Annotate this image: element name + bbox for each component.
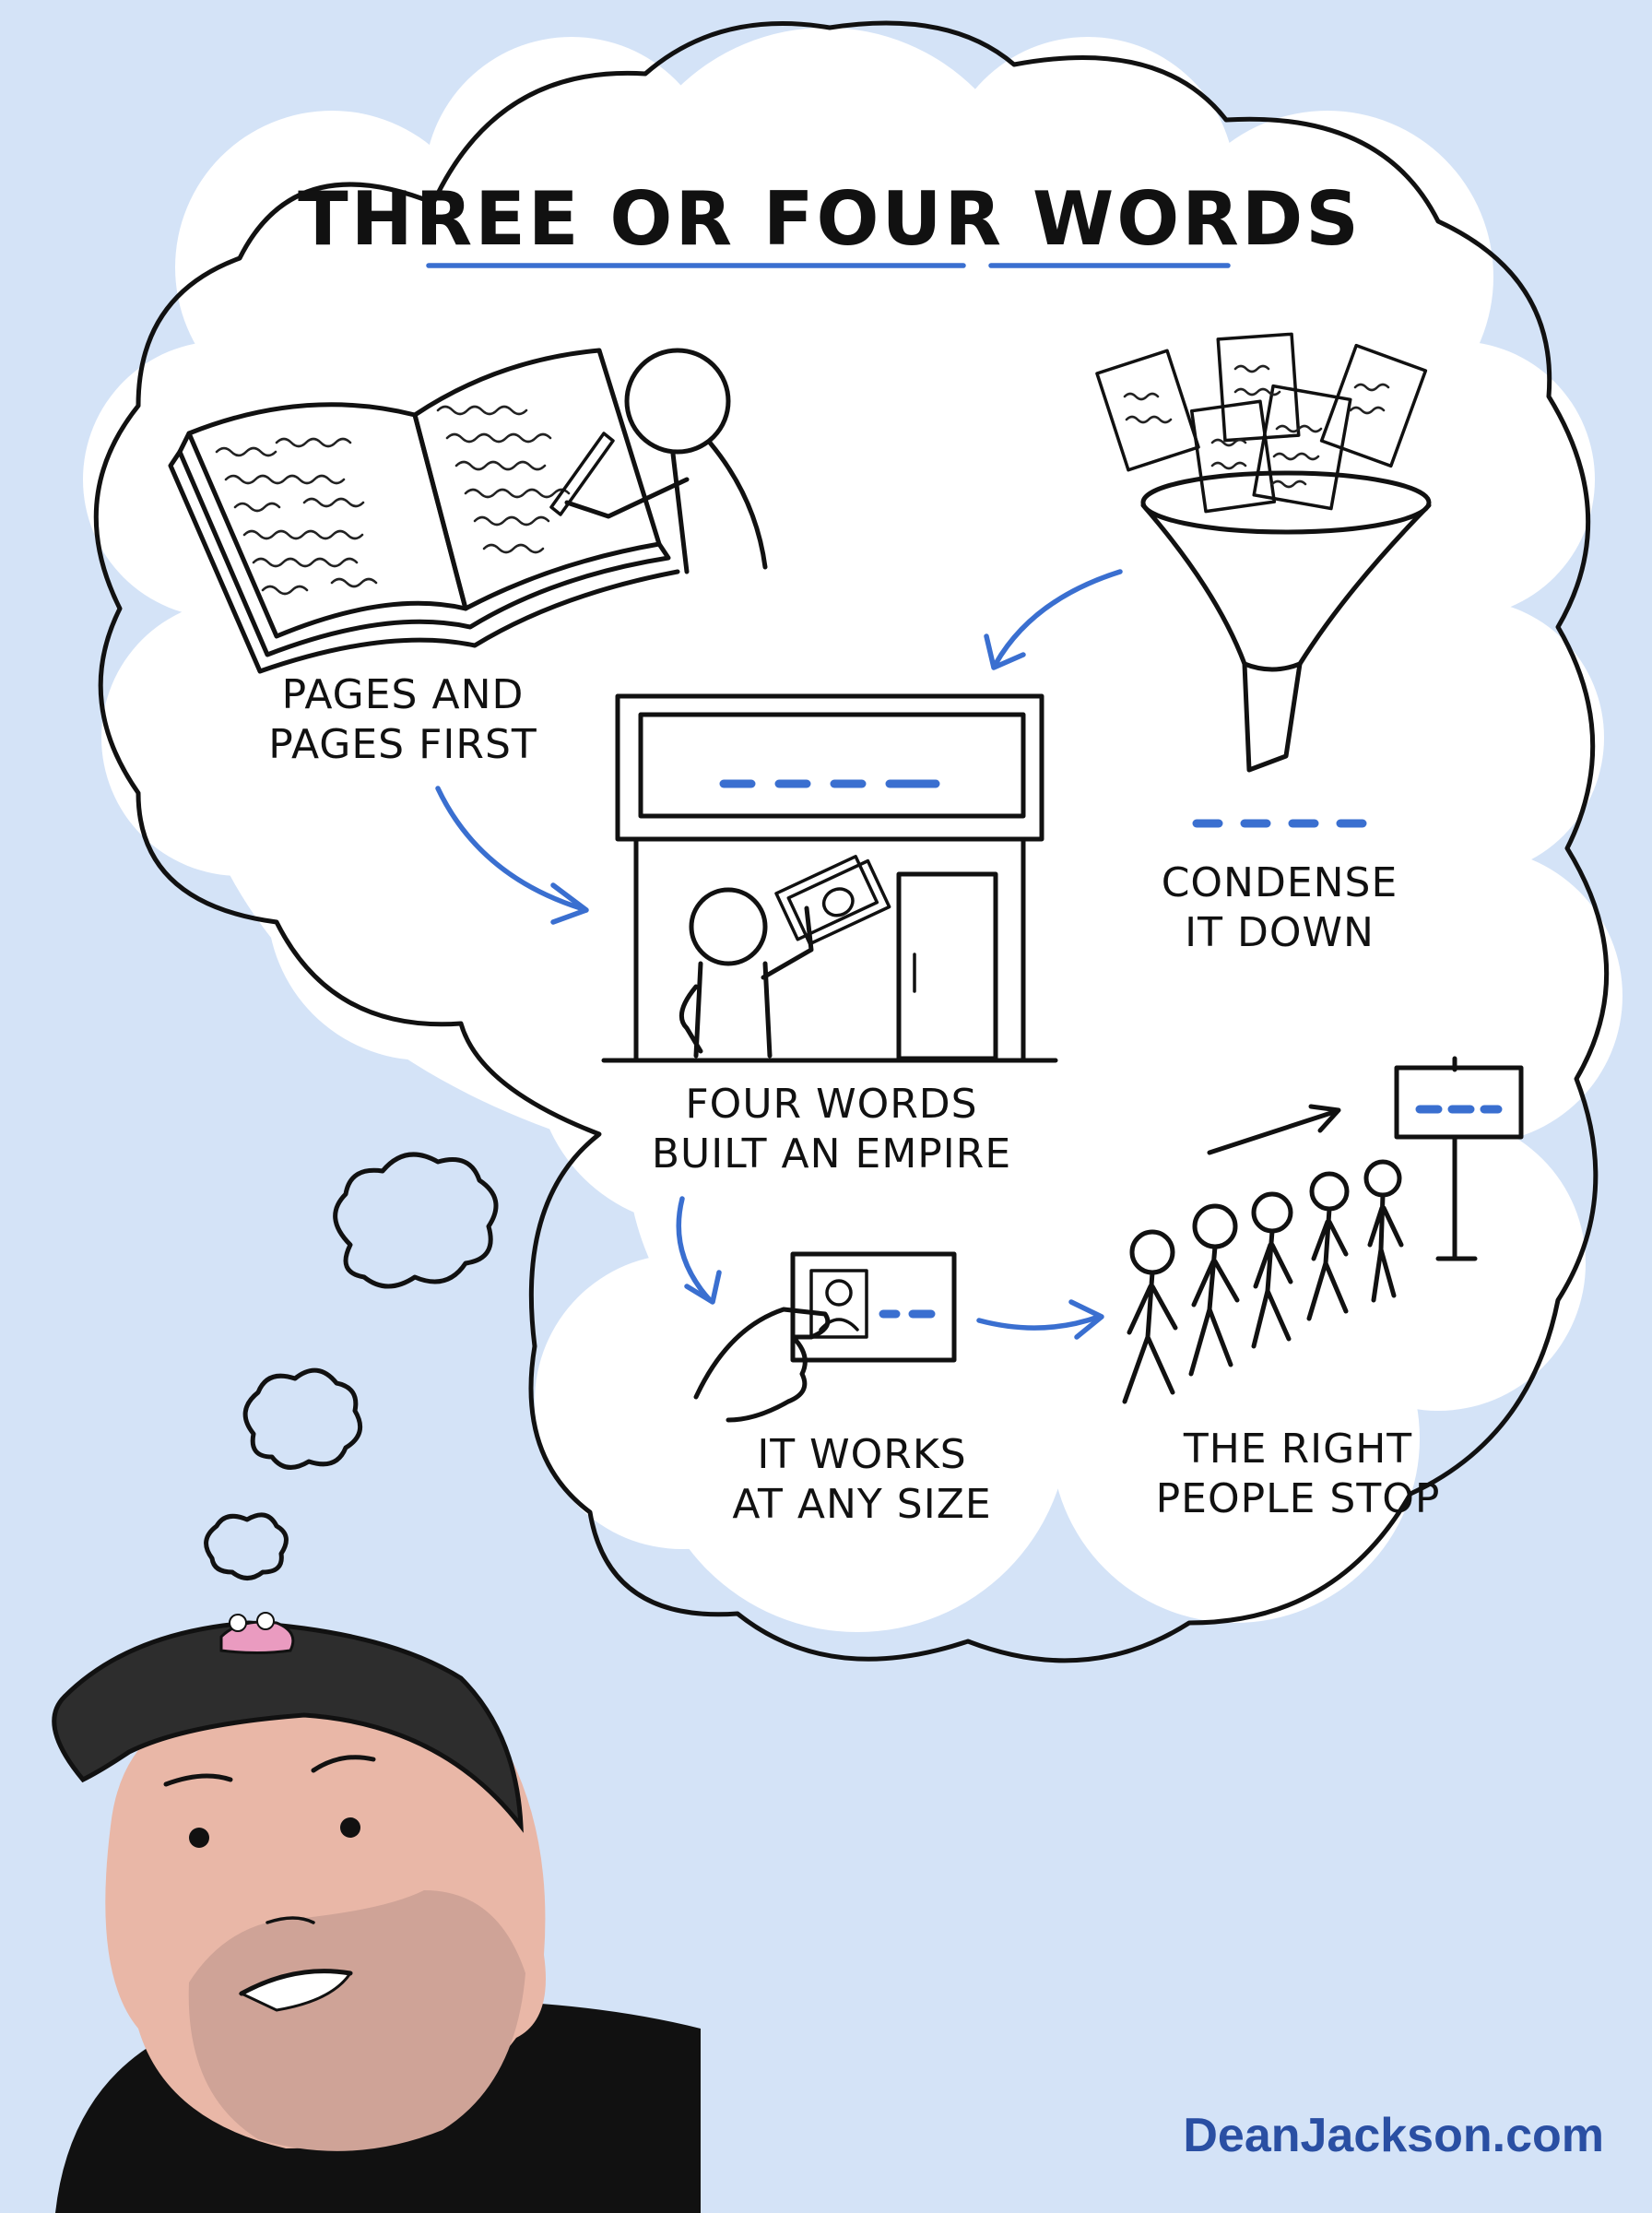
arrow-book-to-store [435,786,589,925]
cartoon-man-portrait [52,1612,701,2213]
website-credit: DeanJackson.com [1183,2109,1604,2162]
walker-2-icon [1188,1203,1240,1377]
open-book-icon [168,348,680,674]
walker-4-icon [1306,1171,1350,1321]
storefront-icon [601,693,1058,1063]
step-label-condense-line2: IT DOWN [1185,909,1375,956]
crowd-walking-to-sign-icon [1122,1056,1524,1404]
arrow-funnel-to-store [984,569,1123,670]
walker-3-icon [1251,1191,1293,1349]
diagram-title: THREE OR FOUR WORDS [298,176,1362,262]
step-label-pages-line1: PAGES AND [282,671,525,718]
thought-cloud [83,20,1622,1663]
thought-bubble-large [333,1152,499,1289]
thought-bubble-medium [242,1367,363,1470]
walker-1-icon [1122,1229,1178,1404]
step-label-pages-line2: PAGES FIRST [268,721,537,768]
step-label-people-line1: THE RIGHT [1183,1426,1412,1473]
thought-bubble-small [204,1512,289,1580]
arrow-card-to-crowd [976,1299,1104,1340]
funnel-with-papers-icon [1095,332,1432,773]
step-label-condense-line1: CONDENSE [1162,859,1398,906]
step-label-size-line1: IT WORKS [757,1431,966,1478]
step-label-people-line2: PEOPLE STOP [1156,1475,1441,1522]
step-label-empire-line2: BUILT AN EMPIRE [652,1130,1011,1178]
walker-5-icon [1363,1159,1404,1303]
step-label-size-line2: AT ANY SIZE [732,1481,991,1528]
business-card-in-hand-icon [693,1251,957,1423]
writer-figure-icon [549,348,768,574]
arrow-store-to-card [676,1196,722,1305]
step-label-empire-line1: FOUR WORDS [685,1081,977,1128]
